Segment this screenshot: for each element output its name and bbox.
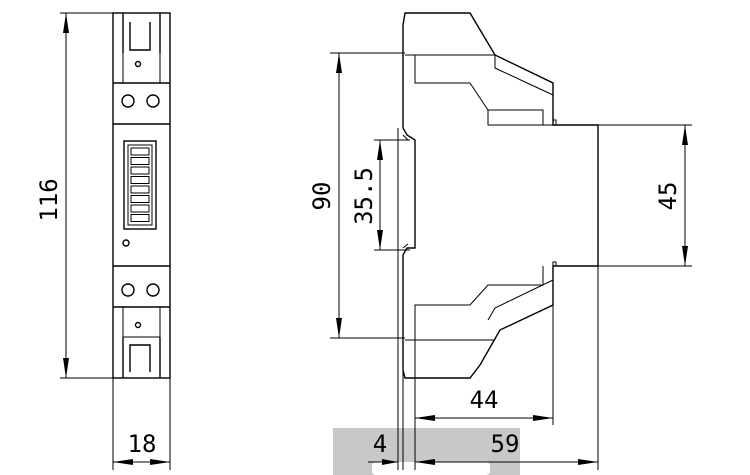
counter-digit-wheel (130, 176, 150, 184)
dimension-35-5: 35.5 (350, 139, 410, 251)
upper-clip (113, 13, 170, 84)
dimension-116: 116 (35, 12, 113, 379)
dim-label-18: 18 (128, 430, 157, 458)
dim-label-116: 116 (35, 178, 63, 221)
counter-digit-wheel (130, 195, 150, 203)
counter-digit-wheel (130, 204, 150, 213)
watermark-bar (333, 428, 520, 475)
upper-terminals (113, 94, 170, 125)
side-profile-outline (402, 12, 599, 379)
dim-label-45: 45 (654, 182, 682, 211)
front-body-outline (112, 12, 171, 379)
counter-digit-wheel (130, 166, 150, 175)
dim-label-44: 44 (470, 386, 499, 414)
counter-digit-wheel (130, 157, 150, 165)
dimension-4: 4 (368, 430, 398, 465)
dimension-18: 18 (112, 378, 171, 470)
dim-label-4: 4 (373, 430, 387, 458)
dim-label-59: 59 (491, 430, 520, 458)
front-view: 116 18 (35, 12, 171, 470)
counter-digit-wheel (130, 214, 150, 222)
dim-label-90: 90 (308, 182, 336, 211)
counter-digit-wheel (130, 185, 150, 194)
counter-display (122, 140, 157, 247)
counter-digit-wheel (130, 147, 150, 156)
side-view: 90 35.5 45 44 (308, 12, 692, 470)
dimension-45: 45 (598, 124, 692, 267)
lower-terminals (113, 283, 170, 308)
lower-clip (122, 307, 161, 378)
dimension-90: 90 (308, 52, 405, 339)
dim-label-35-5: 35.5 (350, 167, 378, 225)
dimension-59: 59 (415, 266, 599, 470)
dimension-44: 44 (415, 266, 554, 425)
counter-digits (130, 147, 150, 222)
